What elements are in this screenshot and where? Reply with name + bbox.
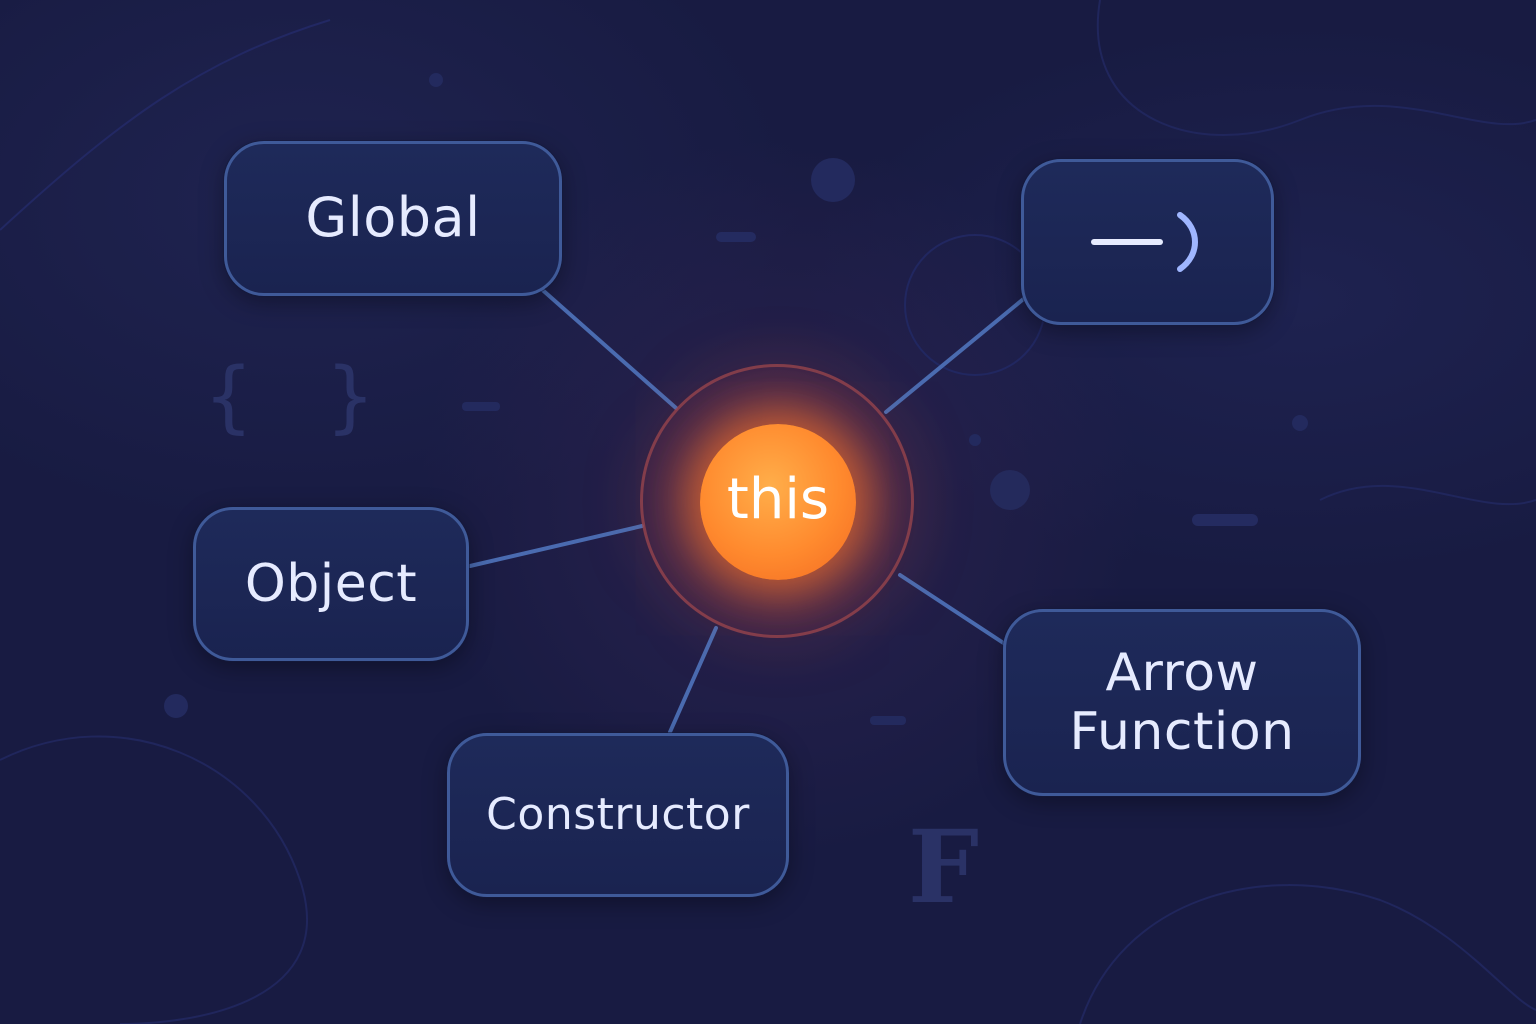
node-object-label: Object bbox=[244, 553, 418, 614]
arrow-function-glyph-icon bbox=[1090, 212, 1198, 272]
node-arrow-glyph bbox=[1021, 159, 1274, 325]
this-center-node: this bbox=[700, 424, 856, 580]
letter-f-decoration: F bbox=[908, 808, 979, 926]
node-global: Global bbox=[224, 141, 562, 296]
node-global-label: Global bbox=[305, 186, 481, 250]
node-arrow-function-label: Arrow Function bbox=[1069, 643, 1295, 762]
edge-arrow-function bbox=[898, 573, 1010, 648]
node-object: Object bbox=[193, 507, 469, 661]
this-center-label: this bbox=[726, 466, 830, 532]
edge-arrow-icon bbox=[884, 290, 1034, 414]
node-arrow-function: Arrow Function bbox=[1003, 609, 1361, 796]
node-constructor: Constructor bbox=[447, 733, 789, 897]
node-constructor-label: Constructor bbox=[486, 789, 750, 841]
edge-object bbox=[468, 524, 644, 568]
edge-global bbox=[536, 284, 678, 410]
curly-braces-decoration: { } bbox=[205, 352, 388, 442]
edge-constructor bbox=[668, 626, 718, 734]
